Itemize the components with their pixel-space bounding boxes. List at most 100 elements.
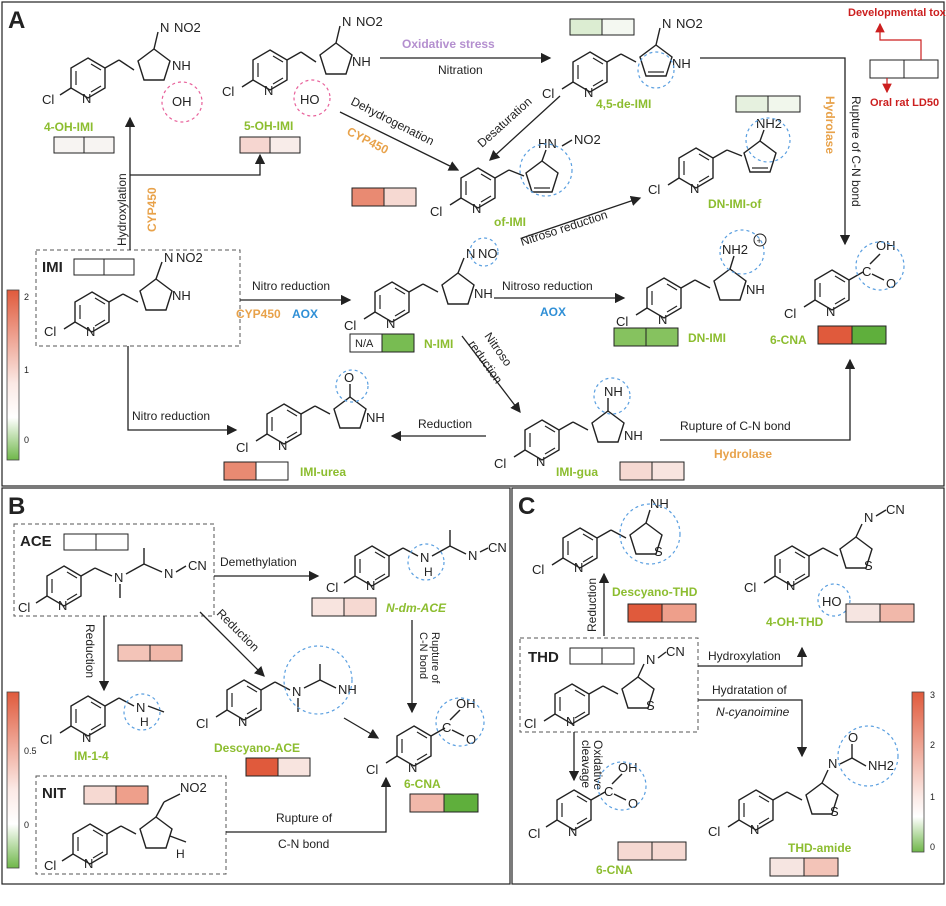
svg-text:N: N: [136, 700, 145, 715]
im14-structure: Cl N N H: [40, 693, 165, 747]
scale-c-tick-3: 3: [930, 690, 935, 700]
descyano-ace-label: Descyano-ACE: [214, 741, 300, 755]
arrow-desaturation: [489, 95, 561, 161]
toxicity-legend: Developmental toxicity Oral rat LD50: [848, 7, 946, 109]
arrow-nitroso-diag: [461, 335, 521, 414]
color-scale-a: [6, 289, 20, 461]
svg-text:N: N: [662, 16, 671, 31]
nit-structure: Cl N NO2 H: [44, 780, 207, 873]
scale-b-tick-0: 0: [24, 820, 29, 830]
label-rupture-b-h1: Rupture of: [276, 811, 333, 825]
label-rupture-right: Rupture of C-N bond: [849, 96, 863, 207]
svg-text:C: C: [442, 720, 451, 735]
imi-urea-heat-boxes: [223, 461, 289, 481]
descyano-thd-structure: Cl N S NH: [532, 496, 681, 577]
svg-text:Cl: Cl: [430, 204, 442, 219]
svg-text:OH: OH: [618, 760, 638, 775]
svg-text:C: C: [604, 784, 613, 799]
svg-text:NO2: NO2: [180, 780, 207, 795]
imi-heat-boxes: [73, 258, 135, 276]
oh4-imi-heat-boxes: [53, 136, 115, 154]
label-reduction-b-v: Reduction: [83, 624, 97, 678]
imi-urea-label: IMI-urea: [300, 465, 346, 479]
svg-text:OH: OH: [876, 238, 896, 253]
svg-text:N: N: [58, 598, 67, 613]
arrow-hydratation: [698, 699, 808, 758]
svg-text:S: S: [864, 558, 873, 573]
label-cyp450-mid: CYP450: [345, 124, 391, 157]
svg-text:Cl: Cl: [528, 826, 540, 841]
label-reduction: Reduction: [418, 417, 472, 431]
svg-text:N: N: [408, 760, 417, 775]
svg-text:N: N: [264, 83, 273, 98]
svg-text:H: H: [424, 565, 433, 579]
svg-text:N: N: [690, 181, 699, 196]
panel-a-frame: [1, 1, 945, 487]
thd-box: [519, 637, 699, 733]
panel-c-frame: [511, 487, 945, 885]
svg-text:N: N: [386, 316, 395, 331]
svg-text:N: N: [82, 730, 91, 745]
svg-text:Cl: Cl: [40, 732, 52, 747]
ace-title: ACE: [20, 533, 52, 550]
svg-text:C: C: [862, 264, 871, 279]
dn-imi-of-label: DN-IMI-of: [708, 197, 762, 211]
thd-amide-label: THD-amide: [788, 841, 852, 855]
svg-text:Cl: Cl: [366, 762, 378, 777]
cna-a-heat-boxes: [817, 325, 887, 345]
cna-b-label: 6-CNA: [404, 777, 441, 791]
panel-a-letter: A: [8, 7, 25, 34]
label-demethylation: Demethylation: [220, 555, 297, 569]
de45-imi-structure: Cl N NH N NO2: [542, 16, 703, 101]
label-aox-mid: AOX: [540, 305, 566, 319]
svg-text:Cl: Cl: [616, 314, 628, 329]
cna-c-structure: Cl N C OH O: [528, 760, 647, 841]
descyano-ace-heat-boxes: [245, 757, 311, 777]
svg-text:N: N: [536, 454, 545, 469]
svg-text:Cl: Cl: [524, 716, 536, 731]
arrow-descyano-to-cna: [343, 717, 380, 739]
oh4-thd-label: 4-OH-THD: [766, 615, 824, 629]
svg-text:Cl: Cl: [494, 456, 506, 471]
svg-text:Cl: Cl: [42, 92, 54, 107]
label-oxidative-stress: Oxidative stress: [402, 37, 495, 51]
legend-oral-rat-ld50: Oral rat LD50: [870, 97, 939, 109]
svg-text:N: N: [278, 438, 287, 453]
svg-text:N: N: [238, 714, 247, 729]
oh5-imi-structure: Cl N NH N NO2 HO: [222, 14, 383, 117]
dn-imi-of-heat-boxes: [735, 95, 801, 113]
svg-text:HN: HN: [538, 136, 557, 151]
svg-text:N: N: [646, 652, 655, 667]
label-nitration: Nitration: [438, 63, 483, 77]
thd-structure: Cl N S N CN: [524, 644, 685, 731]
panel-c-letter: C: [518, 493, 535, 520]
svg-text:Cl: Cl: [44, 324, 56, 339]
svg-text:N: N: [472, 201, 481, 216]
svg-text:NH2: NH2: [722, 242, 748, 257]
svg-text:NH: NH: [624, 428, 643, 443]
cna-a-label: 6-CNA: [770, 333, 807, 347]
svg-text:NO2: NO2: [574, 132, 601, 147]
label-hydroxylation-c: Hydroxylation: [708, 649, 781, 663]
dn-imi-heat-boxes: [613, 327, 679, 347]
svg-text:Cl: Cl: [542, 86, 554, 101]
svg-text:NO2: NO2: [174, 20, 201, 35]
svg-text:NH: NH: [746, 282, 765, 297]
label-rupture-b-v2: C-N bond: [417, 632, 429, 679]
svg-text:S: S: [646, 698, 655, 713]
label-nitro-reduction-2: Nitro reduction: [132, 409, 210, 423]
descyano-thd-heat-boxes: [627, 603, 697, 623]
svg-text:N: N: [86, 324, 95, 339]
label-hydroxylation: Hydroxylation: [115, 173, 129, 246]
oh5-imi-label: 5-OH-IMI: [244, 119, 293, 133]
svg-text:N: N: [658, 312, 667, 327]
ace-heat-boxes: [63, 533, 129, 551]
cna-b-heat-boxes: [409, 793, 479, 813]
svg-text:Cl: Cl: [326, 580, 338, 595]
color-scale-c: [911, 691, 925, 853]
svg-text:N: N: [826, 304, 835, 319]
svg-text:N: N: [786, 578, 795, 593]
svg-text:N: N: [864, 510, 873, 525]
oh4-imi-label: 4-OH-IMI: [44, 120, 93, 134]
nit-heat-boxes: [83, 785, 149, 805]
